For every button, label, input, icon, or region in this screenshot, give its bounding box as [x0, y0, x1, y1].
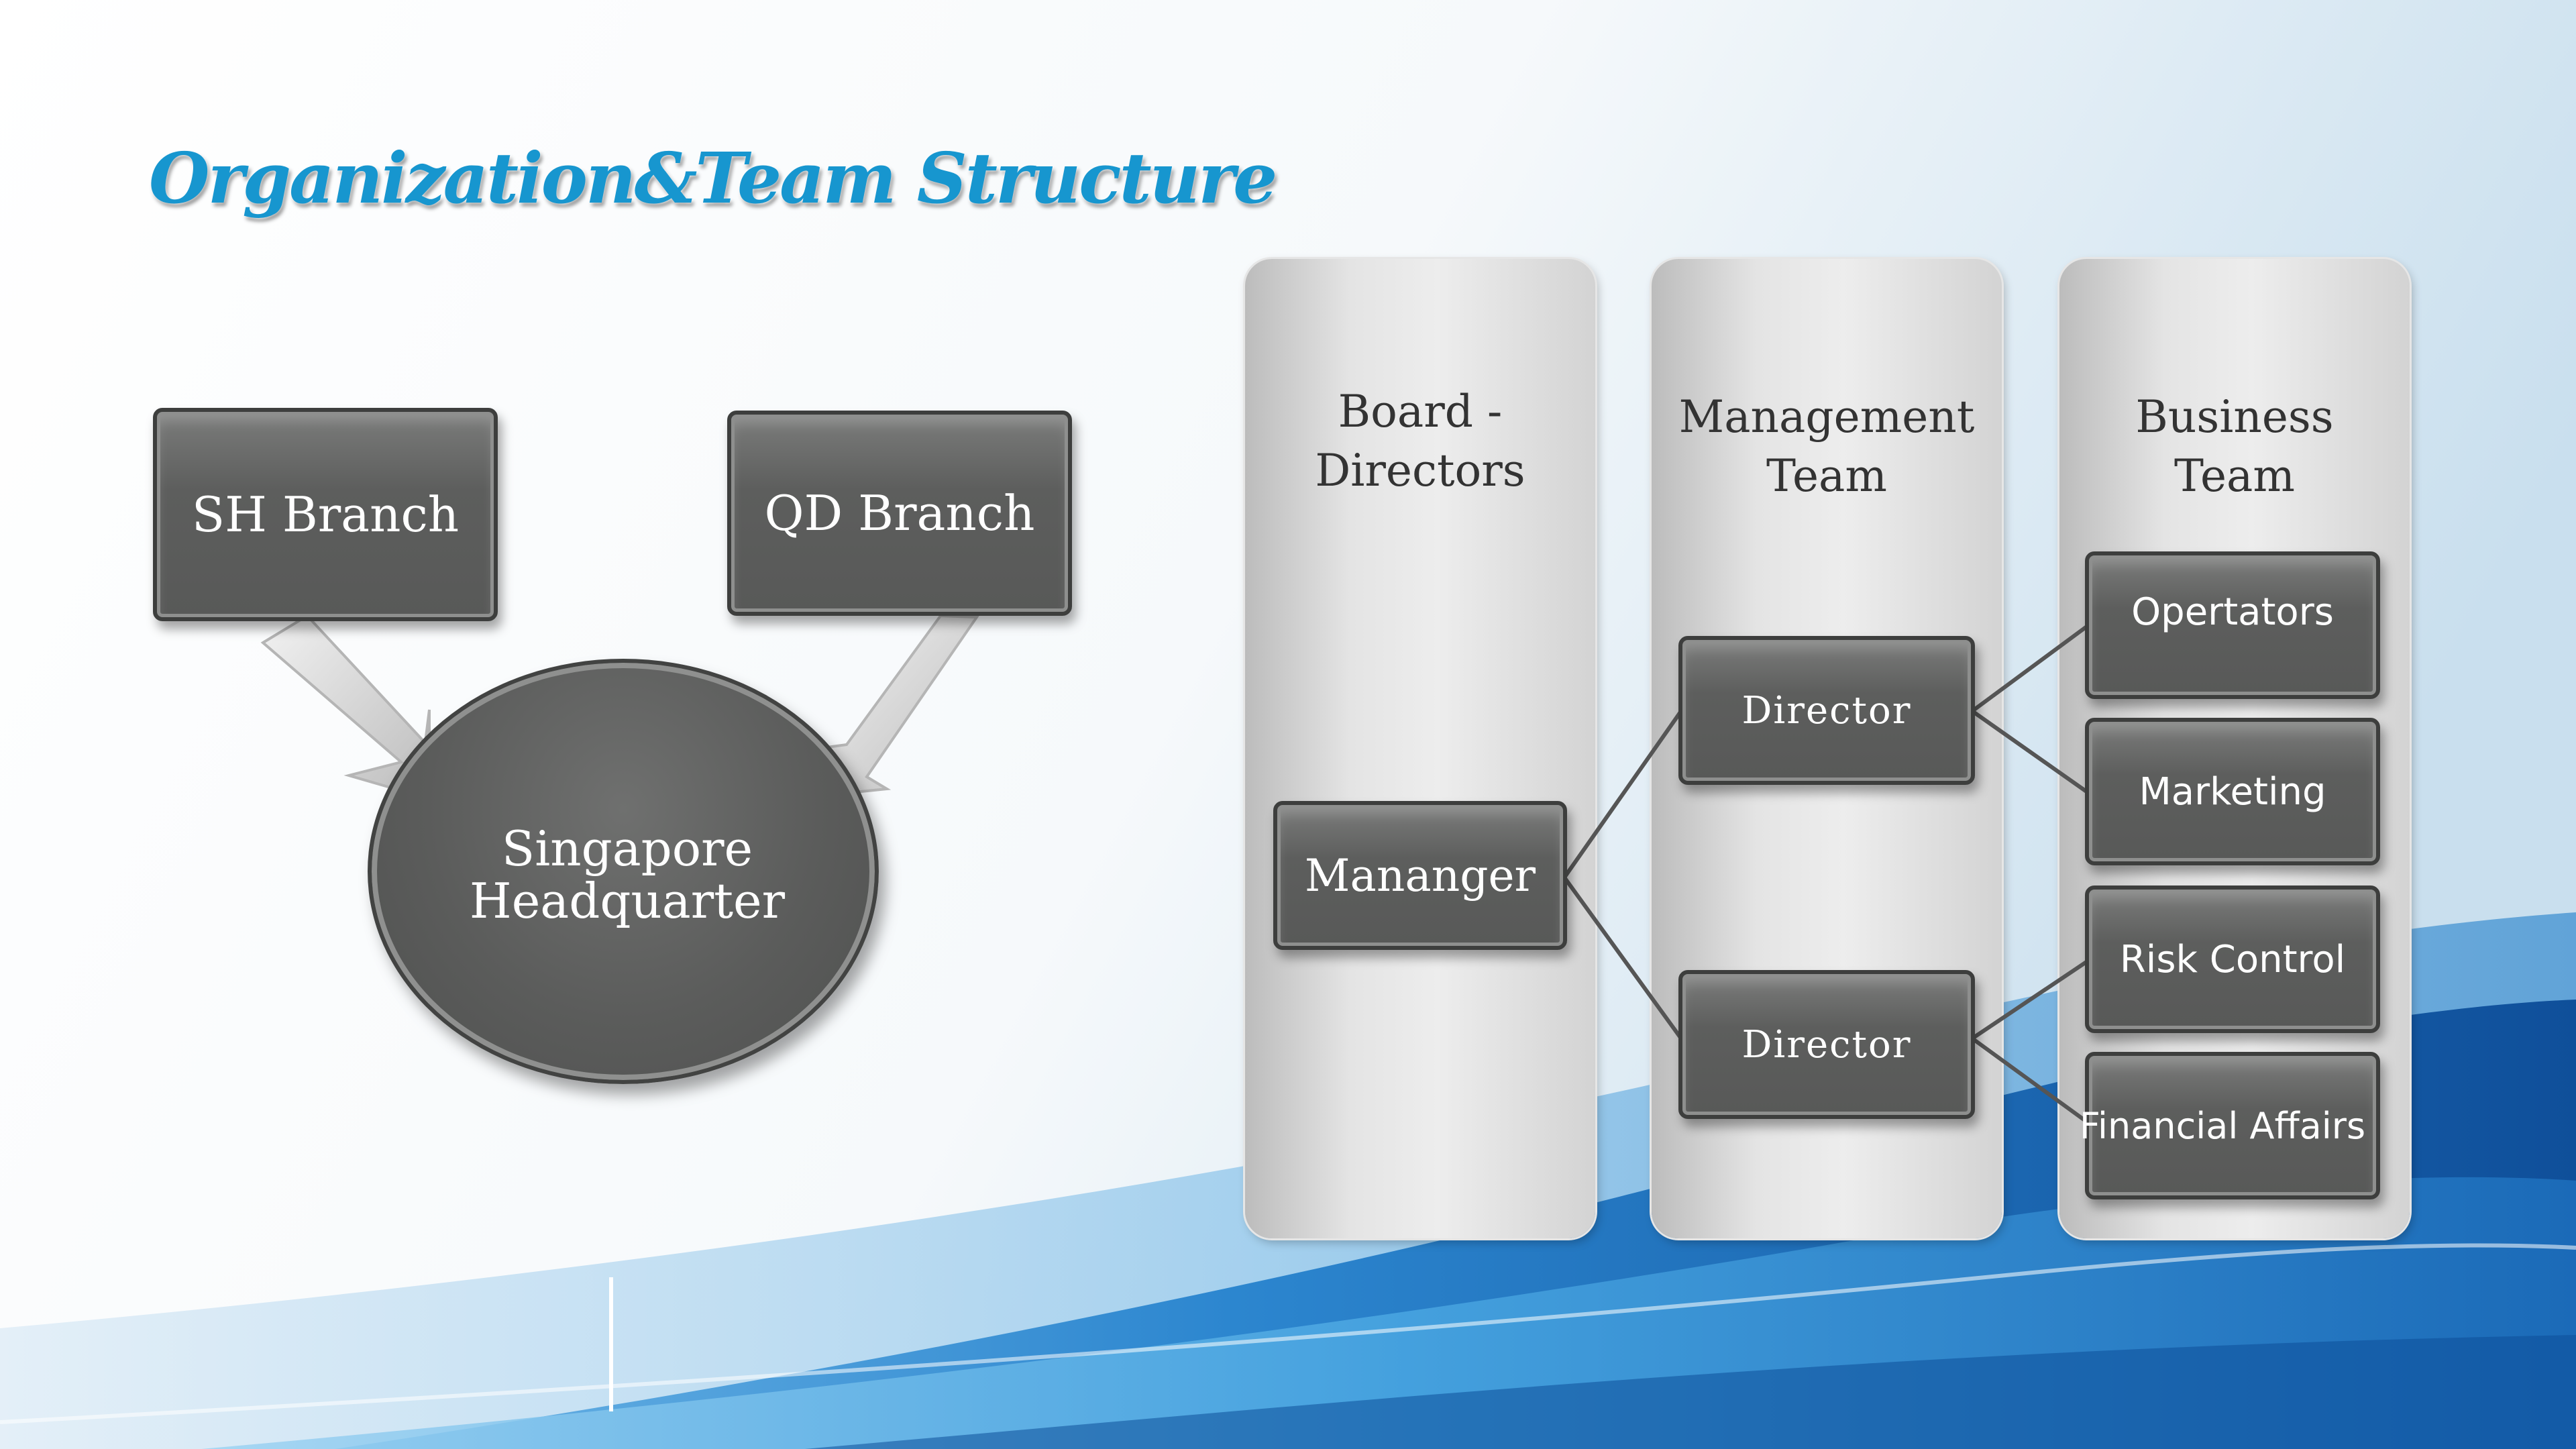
- column-business-team-heading: Business Team: [2135, 391, 2334, 502]
- director-top-node: Director: [1678, 636, 1975, 785]
- singapore-headquarter-label: Singapore Headquarter: [469, 820, 786, 929]
- risk-control-node: Risk Control: [2085, 885, 2380, 1033]
- qd-branch-box: QD Branch: [727, 411, 1072, 616]
- manager-node: Mananger: [1273, 801, 1567, 950]
- operators-label: Opertators: [2131, 590, 2334, 634]
- sh-branch-label: SH Branch: [191, 486, 460, 543]
- operators-node: Opertators: [2085, 551, 2380, 699]
- column-board-directors: Board - Directors: [1245, 259, 1595, 1238]
- director-bottom-node: Director: [1678, 970, 1975, 1119]
- marketing-label: Marketing: [2139, 769, 2326, 814]
- slide-title: Organization&Team Structure: [149, 137, 1277, 219]
- marketing-node: Marketing: [2085, 718, 2380, 865]
- column-management-team-heading: Management Team: [1678, 391, 1975, 502]
- financial-affairs-label: Financial Affairs: [2079, 1104, 2366, 1147]
- risk-control-label: Risk Control: [2119, 937, 2346, 981]
- director-bottom-label: Director: [1741, 1022, 1912, 1067]
- qd-branch-label: QD Branch: [764, 485, 1035, 541]
- column-board-directors-heading: Board - Directors: [1315, 386, 1525, 496]
- director-top-label: Director: [1741, 688, 1912, 733]
- financial-affairs-node: Financial Affairs: [2080, 1052, 2380, 1199]
- manager-label: Mananger: [1304, 849, 1536, 902]
- sh-branch-box: SH Branch: [153, 408, 498, 621]
- singapore-headquarter-node: Singapore Headquarter: [368, 659, 879, 1084]
- accent-divider-line: [609, 1277, 613, 1411]
